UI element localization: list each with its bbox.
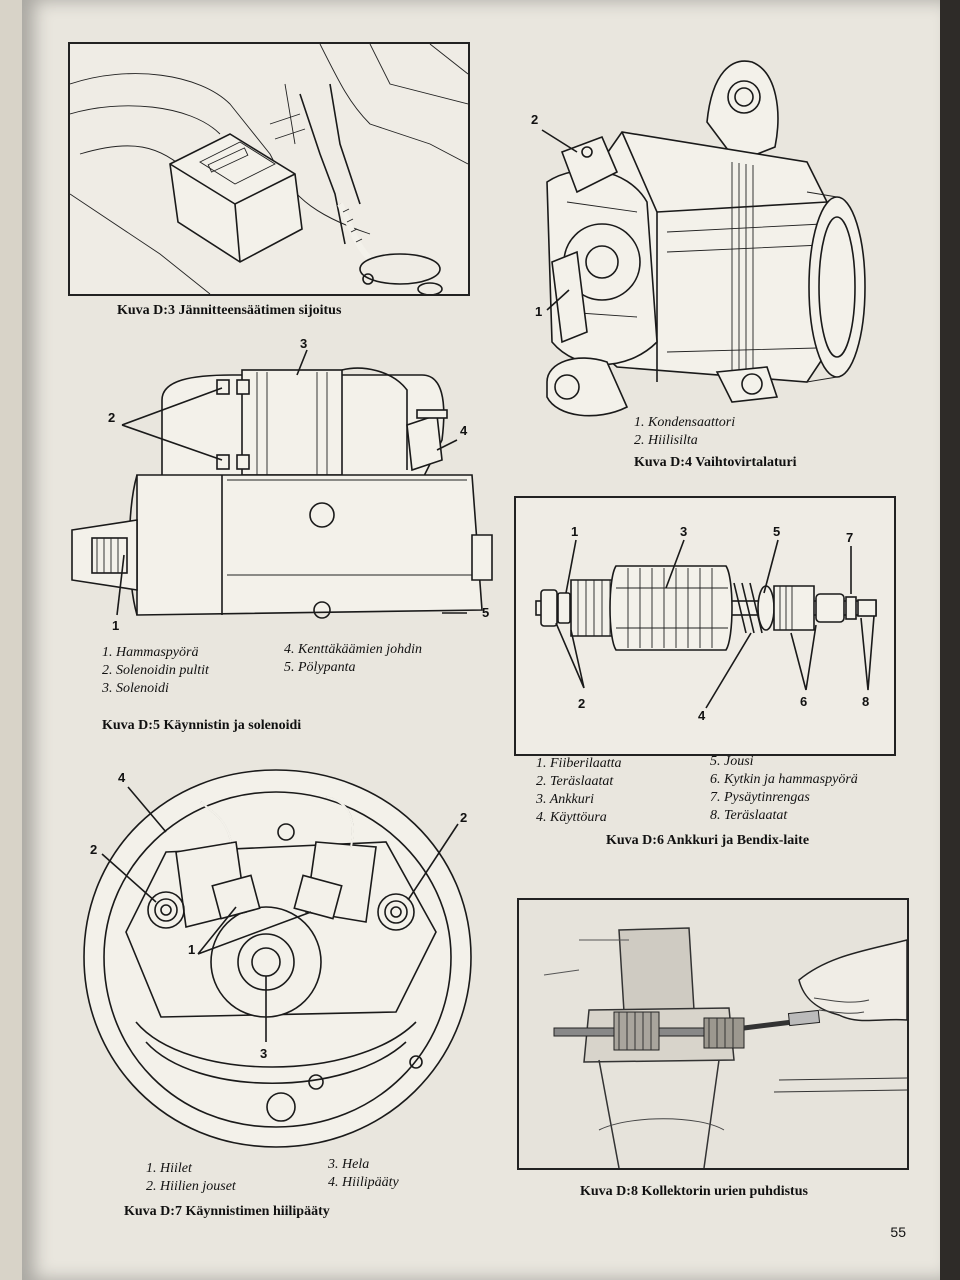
legend-item: 4. Hiilipääty [328,1175,399,1190]
facing-page-edge [0,0,23,1280]
figure-d6-callout-7: 7 [846,530,854,545]
legend-item: 6. Kytkin ja hammaspyörä [710,772,858,787]
manual-page: Kuva D:3 Jännitteensäätimen sijoitus [22,0,940,1280]
legend-item: 2. Hiilisilta [634,433,698,448]
figure-d5-callout-1: 1 [112,618,120,633]
figure-d6-callout-8: 8 [862,694,870,709]
figure-d5-callout-5: 5 [482,605,490,620]
legend-item: 1. Kondensaattori [634,415,736,430]
figure-d4-caption: Kuva D:4 Vaihtovirtalaturi [634,455,797,470]
figure-d4-legend: 1. Kondensaattori 2. Hiilisilta [634,414,735,450]
figure-d3-caption: Kuva D:3 Jännitteensäätimen sijoitus [117,303,342,318]
figure-d7-image: 4 2 2 1 3 [66,762,486,1162]
legend-item: 3. Solenoidi [102,681,169,696]
figure-d7-callout-4: 4 [118,770,126,785]
figure-d7-legend-left: 1. Hiilet 2. Hiilien jouset [146,1160,236,1196]
figure-d6-callout-6: 6 [800,694,808,709]
figure-d3-image [68,42,470,296]
legend-item: 4. Käyttöura [536,810,607,825]
figure-d6-legend-left: 1. Fiiberilaatta 2. Teräslaatat 3. Ankku… [536,755,622,827]
figure-d5-image: 3 2 4 1 5 [62,330,502,640]
figure-d8-caption: Kuva D:8 Kollektorin urien puhdistus [580,1184,808,1199]
page-number: 55 [890,1224,906,1240]
figure-d6-image: 1 3 5 7 2 4 6 8 [514,496,896,756]
figure-d5-legend-right: 4. Kenttäkäämien johdin 5. Pölypanta [284,641,422,677]
figure-d4-callout-1: 1 [535,304,543,319]
legend-item: 2. Solenoidin pultit [102,663,209,678]
legend-item: 3. Ankkuri [536,792,595,807]
figure-d5-callout-3: 3 [300,336,308,351]
figure-d4-image: 2 1 [507,52,867,422]
legend-item: 4. Kenttäkäämien johdin [284,642,423,657]
figure-d7-legend-right: 3. Hela 4. Hiilipääty [328,1156,399,1192]
figure-d7-callout-2-right: 2 [460,810,468,825]
starter-motor-drawing [71,349,493,619]
legend-item: 1. Hammaspyörä [102,645,199,660]
figure-d6-callout-2: 2 [578,696,586,711]
brush-end-drawing [83,769,472,1148]
figure-d7-callout-3: 3 [260,1046,268,1061]
commutator-cleaning-photo [519,900,907,1168]
legend-item: 7. Pysäytinrengas [710,790,810,805]
figure-d7-callout-1: 1 [188,942,196,957]
legend-item: 2. Teräslaatat [536,774,614,789]
legend-item: 1. Hiilet [146,1161,192,1176]
figure-d5-caption: Kuva D:5 Käynnistin ja solenoidi [102,718,302,733]
figure-d5-callout-4: 4 [460,423,468,438]
figure-d5-legend-left: 1. Hammaspyörä 2. Solenoidin pultit 3. S… [102,644,209,698]
figure-d6-callout-4: 4 [698,708,706,723]
figure-d6-callout-5: 5 [773,524,781,539]
legend-item: 5. Jousi [710,754,754,769]
figure-d7-caption: Kuva D:7 Käynnistimen hiilipääty [124,1204,330,1219]
armature-bendix-drawing [535,539,877,709]
figure-d5-callout-2: 2 [108,410,116,425]
legend-item: 8. Teräslaatat [710,808,788,823]
figure-d6-caption: Kuva D:6 Ankkuri ja Bendix-laite [606,833,810,848]
regulator-location-drawing [70,44,468,294]
legend-item: 2. Hiilien jouset [146,1179,236,1194]
legend-item: 1. Fiiberilaatta [536,756,622,771]
figure-d4-callout-2: 2 [531,112,539,127]
background-edge [940,0,960,1280]
figure-d6-callout-3: 3 [680,524,688,539]
figure-d6-callout-1: 1 [571,524,579,539]
alternator-drawing [541,60,866,417]
figure-d7-callout-2-left: 2 [90,842,98,857]
figure-d6-legend-right: 5. Jousi 6. Kytkin ja hammaspyörä 7. Pys… [710,753,858,825]
legend-item: 3. Hela [328,1157,370,1172]
figure-d8-image [517,898,909,1170]
legend-item: 5. Pölypanta [284,660,356,675]
